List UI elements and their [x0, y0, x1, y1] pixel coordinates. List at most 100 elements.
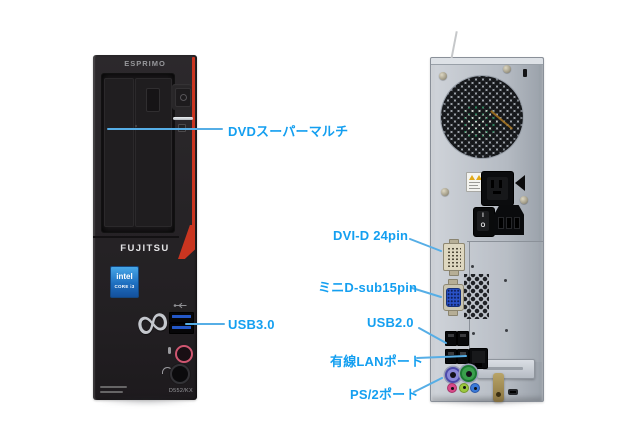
ac-outlet: [481, 171, 514, 206]
lan-port: [469, 348, 488, 369]
bracket-slot: [483, 367, 523, 370]
front-tower-shadow: [95, 398, 197, 405]
ac-outlet-socket: [487, 177, 508, 200]
cooling-fan-grille: [441, 76, 523, 158]
model-code: D552/KX: [168, 388, 193, 394]
callout-mini-d-sub15pin: ミニD-sub15pin: [318, 280, 418, 295]
rear-tower-shadow: [431, 399, 541, 406]
callout-ps2-port: PS/2ポート: [350, 387, 419, 402]
warning-triangle-icon: [476, 175, 482, 180]
panel-hole: [505, 329, 508, 332]
power-switch: I O: [473, 207, 495, 237]
dvi-d-port: [443, 243, 465, 271]
vga-port: [443, 284, 464, 311]
usb-icon: [173, 302, 187, 309]
warning-triangle-icon: [469, 175, 475, 180]
audio-jack-line-in: [470, 383, 480, 393]
intel-core-i3-badge: intel CORE i3: [110, 266, 139, 298]
label-text-line: [469, 185, 478, 186]
esprimo-wordmark: ESPRIMO: [124, 59, 166, 68]
usb2-tongue: [448, 352, 454, 355]
audio-jack-line-out: [459, 382, 469, 393]
microphone-jack: [175, 345, 193, 363]
callout-usb3: USB3.0: [228, 317, 275, 332]
wifi-antenna-wire: [450, 31, 458, 60]
screw-icon: [441, 188, 449, 196]
drive-door-left: [104, 78, 134, 227]
jack-hole: [473, 386, 477, 390]
ps2-keyboard-port: [445, 367, 461, 383]
optical-drive-bay: [101, 73, 175, 233]
switch-on-mark: I: [482, 213, 484, 219]
red-accent-stripe: [192, 57, 195, 229]
drive-indicator-dot: [135, 125, 137, 127]
drive-door-right: [135, 78, 172, 227]
vga-pins: [446, 288, 461, 307]
usb2-tongue: [460, 352, 466, 355]
warning-label: [466, 172, 484, 192]
vent-holes: [464, 274, 489, 319]
audio-jack-mic: [447, 383, 457, 393]
usb3-tongue: [172, 314, 191, 318]
chassis-top-edge: [431, 58, 543, 65]
hex-nut: [448, 310, 458, 316]
fujitsu-wordmark: FUJITSU: [120, 243, 170, 254]
padlock-hasp: [493, 373, 504, 402]
label-text-line: [469, 182, 480, 183]
spec-text-line: [100, 391, 123, 393]
microphone-icon: [168, 347, 171, 354]
screw-icon: [503, 65, 511, 73]
screw-icon: [520, 196, 528, 204]
outlet-slot: [499, 180, 502, 188]
hex-nut: [449, 270, 459, 276]
honeycomb-grille-pattern: [441, 76, 523, 158]
inlet-pin-slot: [506, 217, 512, 229]
usb2-port: [457, 349, 469, 364]
callout-wired-lan-port: 有線LANポート: [330, 354, 424, 369]
hdd-indicator-icon: [178, 124, 186, 132]
panel-hole: [472, 332, 475, 335]
power-rocker: I O: [477, 211, 489, 231]
jack-hole: [462, 386, 466, 389]
intel-model-text: CORE i3: [114, 284, 135, 289]
kensington-hole: [510, 391, 516, 393]
power-button: [172, 84, 192, 110]
outlet-slot: [493, 191, 501, 194]
usb2-port: [457, 331, 469, 346]
kensington-slot: [508, 389, 518, 395]
inlet-pin-slot: [514, 217, 520, 229]
rear-tower: I O: [430, 31, 544, 402]
headphone-jack: [170, 364, 190, 384]
bezel-seam: [93, 236, 179, 238]
jack-hole: [450, 386, 454, 390]
callout-dvd-super-multi: DVDスーパーマルチ: [228, 124, 349, 139]
panel-seam: [467, 241, 543, 242]
spec-text-line: [100, 386, 127, 388]
hasp-hole: [496, 392, 501, 397]
latch-mark: [523, 69, 527, 77]
intel-brand-text: intel: [116, 272, 133, 281]
usb2-port: [445, 349, 457, 364]
arrow-marker-icon: [515, 175, 525, 191]
inlet-pin-slot: [498, 217, 504, 229]
usb3-port-1: [169, 312, 194, 323]
front-tower: ESPRIMO FUJITSU intel CORE i3 ∞: [93, 55, 197, 400]
status-led-bar: [173, 117, 193, 120]
eject-button: [146, 88, 160, 112]
usb3-port-2: [169, 323, 194, 334]
power-icon: [180, 94, 187, 101]
callout-dvi-d-24pin: DVI-D 24pin: [333, 228, 409, 243]
lan-socket: [472, 351, 485, 363]
ps2-mouse-port: [460, 365, 477, 382]
power-button-face: [175, 88, 191, 107]
panel-hole: [504, 279, 507, 282]
ac-inlet: [494, 205, 524, 235]
lan-notch: [475, 363, 482, 367]
label-text-line: [469, 188, 480, 189]
outlet-slot: [491, 180, 494, 188]
dvi-pins: [447, 247, 461, 267]
screw-icon: [439, 72, 447, 80]
callout-usb2: USB2.0: [367, 315, 414, 330]
ps2-socket: [465, 370, 472, 377]
